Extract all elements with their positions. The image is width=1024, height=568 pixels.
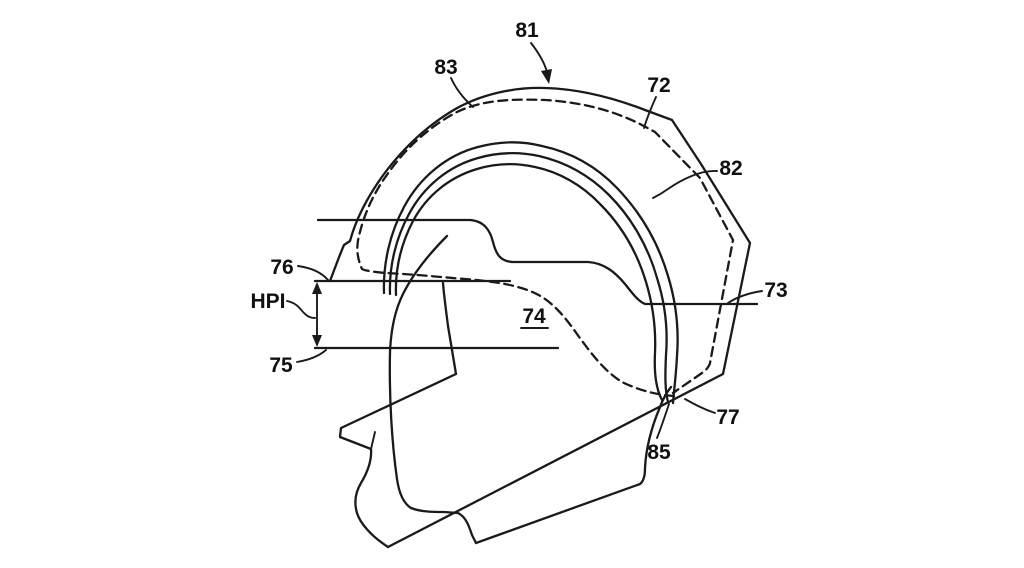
leader-85 — [656, 403, 670, 439]
label-73: 73 — [764, 279, 787, 302]
leader-81-arrow — [530, 42, 552, 84]
outer-shell-outline — [328, 86, 752, 549]
face-opening-curve — [388, 234, 478, 545]
shell-lower-edge — [474, 385, 673, 545]
label-77: 77 — [716, 406, 739, 429]
leader-83 — [450, 77, 474, 108]
label-hpi: HPI — [250, 290, 285, 313]
inner-liner-arc-inner — [394, 163, 664, 402]
label-82: 82 — [719, 157, 742, 180]
liner-dashed-outline — [356, 98, 735, 398]
leader-76 — [297, 265, 329, 281]
leader-72 — [643, 96, 657, 129]
chin-strap-outline — [338, 281, 458, 549]
label-85: 85 — [647, 441, 671, 464]
leader-82 — [652, 170, 718, 199]
leader-hpi — [286, 300, 316, 319]
head-profile-line — [316, 218, 759, 306]
label-83: 83 — [434, 56, 457, 79]
label-72: 72 — [647, 74, 670, 97]
label-76: 76 — [270, 256, 293, 279]
chin-strap-hook — [370, 431, 376, 450]
leader-77 — [684, 398, 716, 414]
leader-73 — [727, 290, 763, 304]
leader-75 — [296, 349, 327, 363]
inner-liner-arc-outer — [382, 141, 679, 405]
label-81: 81 — [515, 19, 539, 42]
label-75: 75 — [269, 354, 293, 377]
label-74: 74 — [522, 305, 546, 328]
hpi-dimension-arrow — [312, 282, 322, 347]
inner-liner-arc-middle — [388, 152, 670, 404]
label-74-group: 74 — [520, 305, 549, 329]
